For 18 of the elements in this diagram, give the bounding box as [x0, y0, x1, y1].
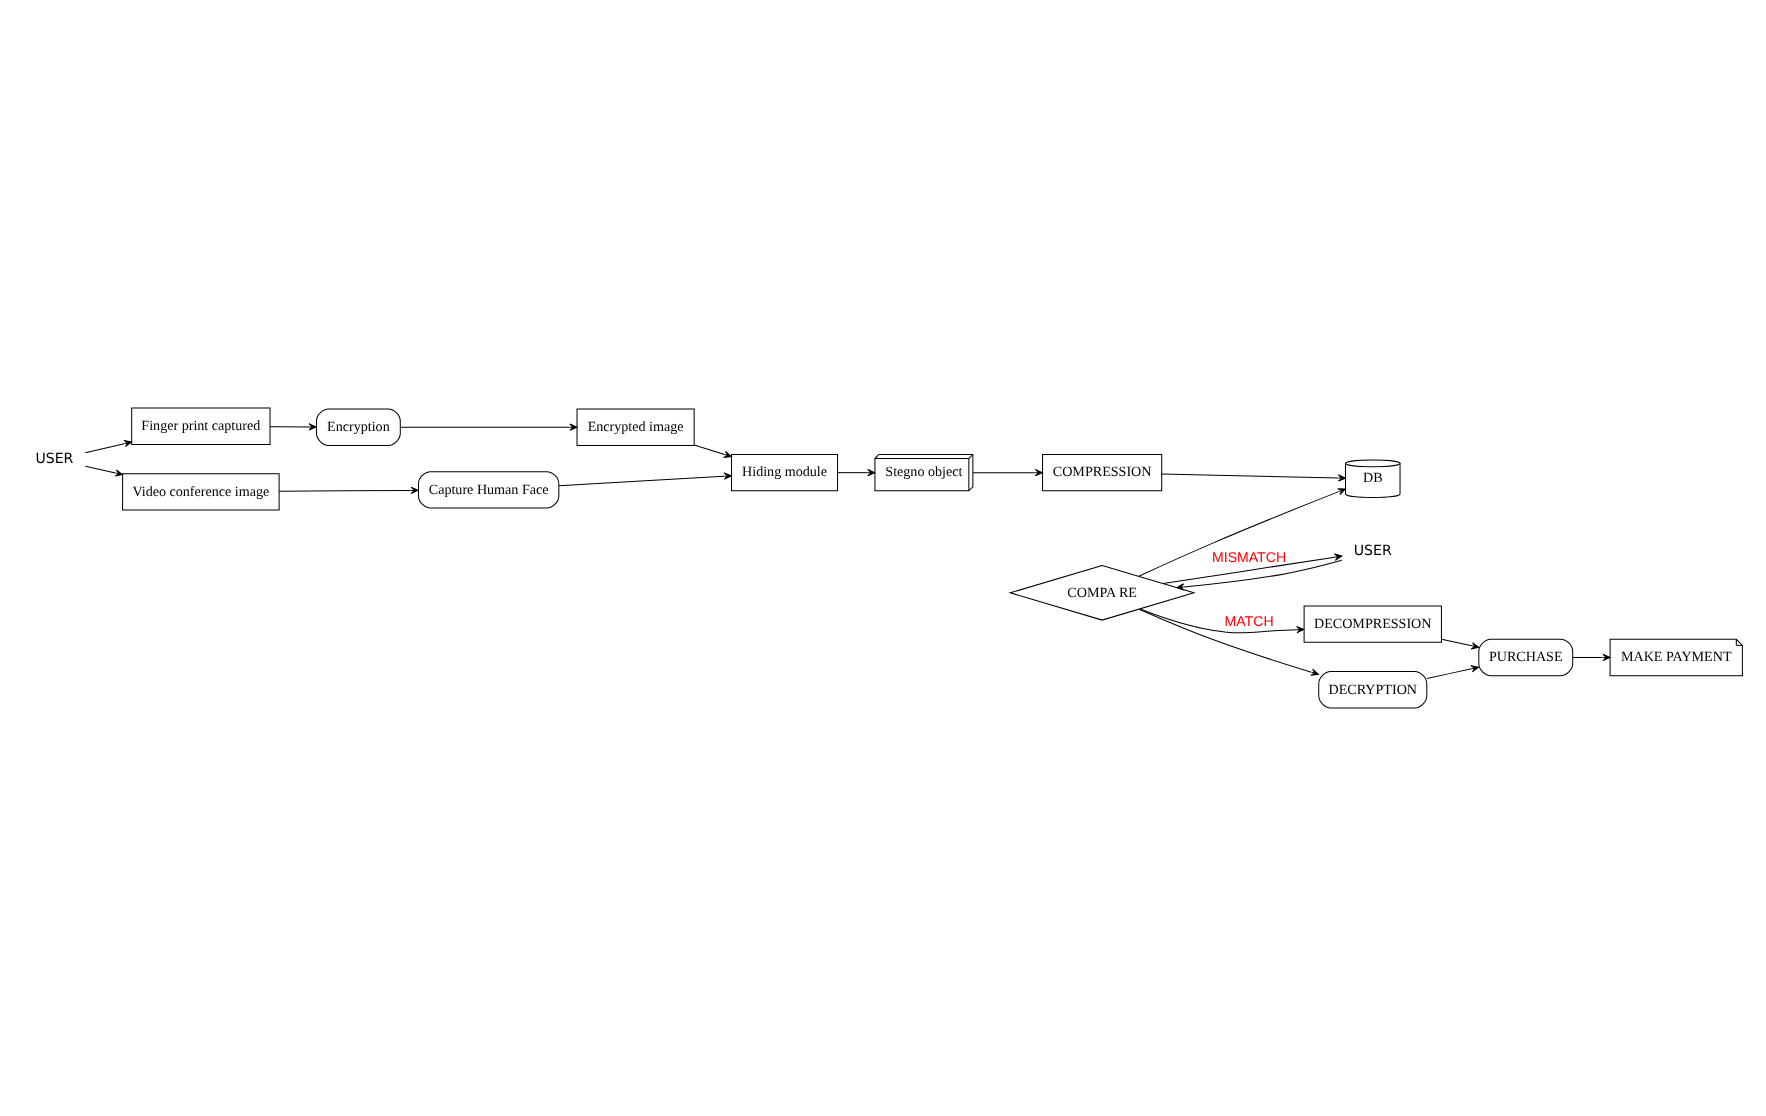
arrow [1161, 473, 1346, 482]
arrow [1572, 653, 1611, 662]
arrow [278, 486, 419, 495]
arrow [84, 439, 133, 454]
arrow [1139, 608, 1305, 634]
arrow [1162, 553, 1343, 585]
arrow [837, 469, 876, 477]
arrow [269, 423, 317, 431]
arrow [693, 444, 732, 458]
arrow [1176, 559, 1343, 591]
arrow [1138, 488, 1346, 577]
arrow [1138, 608, 1319, 676]
arrow [972, 469, 1043, 477]
arrow [558, 472, 732, 487]
arrow [84, 465, 124, 477]
arrow [399, 423, 578, 431]
arrow [1441, 638, 1480, 650]
arrow [1426, 665, 1480, 679]
